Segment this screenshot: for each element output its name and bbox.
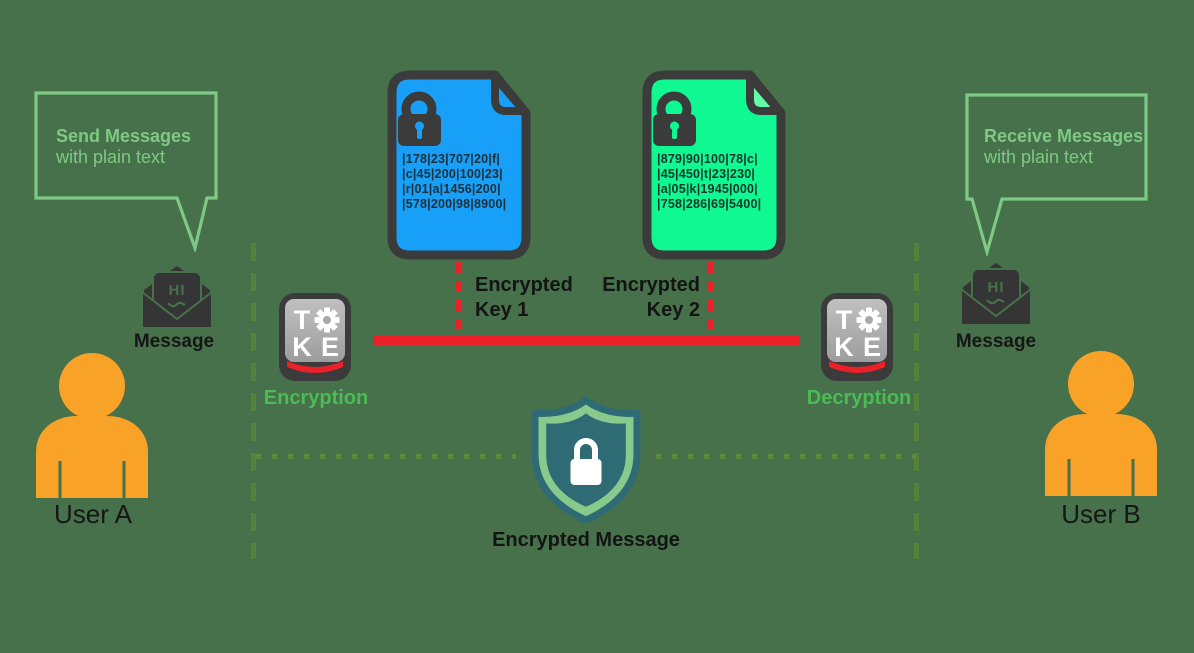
secure-zone-right-boundary [914, 243, 919, 559]
user-a-label: User A [53, 499, 133, 529]
key2-label-line1: Encrypted [602, 274, 700, 296]
envelope-pocket [141, 289, 213, 329]
speech-bubble-b [965, 93, 1148, 256]
gear-icon [856, 307, 882, 333]
decryption-token-key-icon: T K E [821, 293, 893, 381]
torso [36, 416, 148, 498]
key1-connector-line [456, 262, 461, 331]
token-letter-t: T [836, 305, 853, 335]
bubble-b-line2: with plain text [984, 147, 1094, 167]
torso [1045, 414, 1157, 496]
secure-channel-line [373, 335, 800, 346]
gear-icon [314, 307, 340, 333]
decryption-label: Decryption [806, 387, 912, 409]
message-label-a: Message [133, 331, 215, 352]
user-b-figure [1045, 351, 1157, 496]
letter-squiggle [986, 298, 1005, 305]
cipher-line: |879|90|100|78|c| [657, 152, 758, 166]
encrypted-key1-document [387, 70, 531, 260]
token-letter-k: K [834, 332, 854, 362]
secure-zone-left-boundary [251, 243, 256, 559]
lock-body [570, 459, 602, 485]
key-red-base [287, 361, 343, 373]
key1-label: Encrypted Key 1 [475, 273, 573, 323]
secure-zone-dotted-line-right [656, 454, 916, 459]
head [1068, 351, 1134, 417]
encrypted-message-label: Encrypted Message [492, 529, 680, 551]
cipher-line: |578|200|98|8900| [402, 197, 507, 211]
cipher-line: |758|286|69|5400| [657, 197, 762, 211]
encryption-label: Encryption [263, 387, 369, 409]
speech-bubble-a-text: Send Messages with plain text [56, 126, 191, 168]
user-b-label: User B [1061, 499, 1141, 529]
shield-lock-icon [531, 396, 641, 524]
key2-cipher-text: |879|90|100|78|c| |45|450|t|23|230| |a|0… [657, 152, 781, 212]
page-fold [491, 73, 528, 115]
letter-hi-text: HI [988, 279, 1005, 296]
envelope-b-icon: HI [960, 263, 1032, 326]
cipher-line: |r|01|a|1456|200| [402, 182, 501, 196]
key2-label: Encrypted Key 2 [500, 273, 700, 323]
letter-squiggle [167, 301, 186, 308]
key2-connector-line [708, 262, 713, 331]
speech-bubble-b-text: Receive Messages with plain text [984, 126, 1143, 168]
speech-bubble-a [34, 91, 218, 252]
message-label-b: Message [955, 331, 1037, 352]
bubble-b-line1: Receive Messages [984, 126, 1144, 146]
token-letter-e: E [321, 332, 339, 362]
cipher-line: |45|450|t|23|230| [657, 167, 756, 181]
key1-label-line2: Key 1 [475, 299, 529, 321]
key-red-base [829, 361, 885, 373]
page-fold [746, 73, 783, 115]
encryption-token-key-icon: T K E [279, 293, 351, 381]
user-a-figure [36, 353, 148, 498]
token-letter-t: T [294, 305, 311, 335]
encrypted-key2-document [642, 70, 786, 260]
token-letter-k: K [292, 332, 312, 362]
token-letter-e: E [863, 332, 881, 362]
key2-label-line2: Key 2 [646, 299, 700, 321]
secure-zone-dotted-line-left [256, 454, 516, 459]
cipher-line: |178|23|707|20|f| [402, 152, 501, 166]
envelope-a-icon: HI [141, 266, 213, 329]
cipher-line: |c|45|200|100|23| [402, 167, 503, 181]
lock-shackle [574, 438, 598, 459]
bubble-a-line2: with plain text [56, 147, 166, 167]
letter-hi-text: HI [169, 282, 186, 299]
key1-label-line1: Encrypted [475, 274, 573, 296]
bubble-a-line1: Send Messages [56, 126, 192, 146]
head [59, 353, 125, 419]
key1-cipher-text: |178|23|707|20|f| |c|45|200|100|23| |r|0… [402, 152, 526, 212]
envelope-pocket [960, 286, 1032, 326]
cipher-line: |a|05|k|1945|000| [657, 182, 758, 196]
